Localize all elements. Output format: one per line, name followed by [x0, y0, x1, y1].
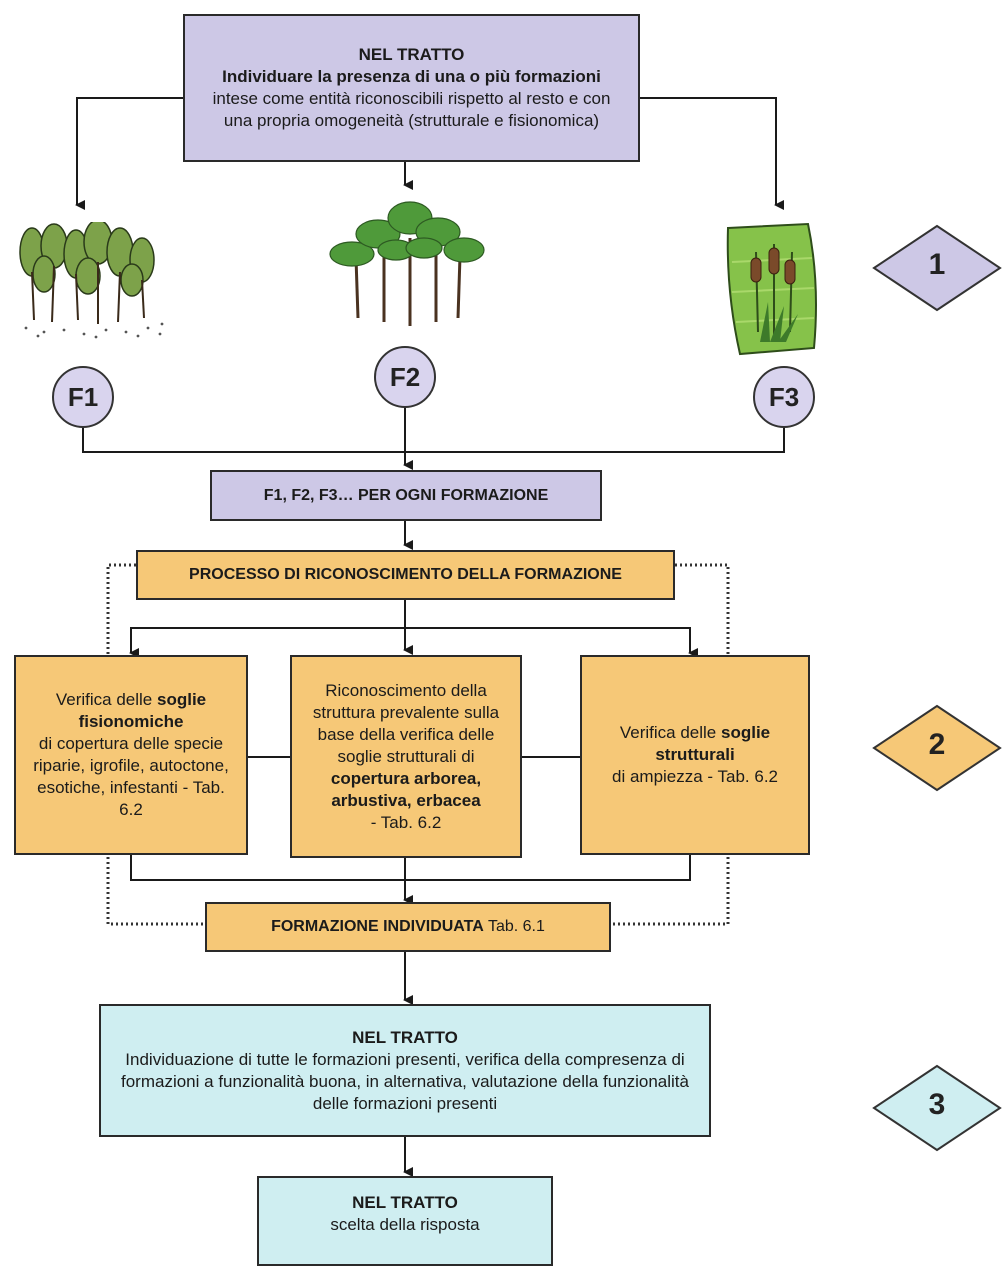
formation-identified-box: FORMAZIONE INDIVIDUATA Tab. 6.1 — [205, 902, 611, 952]
check-structural-width-text1: Verifica delle — [619, 723, 721, 742]
check-structure-text2: - Tab. 6.2 — [370, 812, 442, 832]
step-3-diamond — [872, 1064, 1002, 1152]
formation-identified-line: FORMAZIONE INDIVIDUATA Tab. 6.1 — [271, 916, 545, 938]
check-structural-width-title: Verifica delle soglie strutturali — [596, 722, 794, 766]
check-structural-width-box: Verifica delle soglie strutturali di amp… — [580, 655, 810, 855]
answer-choice-title: NEL TRATTO — [352, 1193, 458, 1212]
recognition-process-box: PROCESSO DI RICONOSCIMENTO DELLA FORMAZI… — [136, 550, 675, 600]
top-box-title: NEL TRATTO — [358, 45, 465, 64]
check-structure-text1: Riconoscimento della struttura prevalent… — [312, 680, 500, 766]
formation-identified-rest: Tab. 6.1 — [483, 918, 545, 935]
top-box-rest-text: intese come entità riconoscibili rispett… — [212, 89, 611, 130]
step-2-label: 2 — [928, 728, 946, 761]
reach-evaluation-box: NEL TRATTO Individuazione di tutte le fo… — [99, 1004, 711, 1137]
check-structural-width-bold: soglie strutturali — [655, 723, 771, 764]
check-physiognomic-title: Verifica delle soglie fisionomiche — [28, 689, 234, 733]
check-physiognomic-bold: soglie fisionomiche — [78, 690, 207, 731]
top-instruction-box: NEL TRATTO Individuare la presenza di un… — [183, 14, 640, 162]
formation-f3-circle: F3 — [753, 366, 815, 428]
top-box-bold-text: Individuare la presenza di una o più for… — [222, 67, 601, 86]
check-structure-bold: copertura arborea, arbustiva, erbacea — [330, 768, 482, 810]
formation-f2-circle: F2 — [374, 346, 436, 408]
reach-evaluation-text: Individuazione di tutte le formazioni pr… — [121, 1049, 689, 1113]
check-physiognomic-text1: Verifica delle — [55, 690, 157, 709]
step-1-label: 1 — [928, 248, 946, 281]
per-formation-box: F1, F2, F3… PER OGNI FORMAZIONE — [210, 470, 602, 521]
check-physiognomic-box: Verifica delle soglie fisionomiche di co… — [14, 655, 248, 855]
reach-evaluation-title: NEL TRATTO — [352, 1027, 458, 1047]
shrub-thicket-icon — [19, 222, 164, 339]
per-formation-label: F1, F2, F3… PER OGNI FORMAZIONE — [263, 486, 549, 504]
reed-wetland-icon — [726, 222, 817, 356]
check-structure-title: Riconoscimento della struttura prevalent… — [304, 680, 508, 812]
top-box-text: Individuare la presenza di una o più for… — [199, 66, 624, 132]
recognition-process-label: PROCESSO DI RICONOSCIMENTO DELLA FORMAZI… — [189, 566, 622, 583]
answer-choice-text: scelta della risposta — [330, 1215, 480, 1234]
formation-f1-circle: F1 — [52, 366, 114, 428]
step-2-diamond — [872, 704, 1002, 792]
check-physiognomic-text2: di copertura delle specie riparie, igrof… — [33, 734, 229, 819]
check-structure-box: Riconoscimento della struttura prevalent… — [290, 655, 522, 858]
check-structural-width-text2: di ampiezza - Tab. 6.2 — [612, 767, 778, 786]
formation-identified-bold: FORMAZIONE INDIVIDUATA — [271, 918, 484, 935]
step-1-diamond — [872, 224, 1002, 312]
answer-choice-box: NEL TRATTO scelta della risposta — [257, 1176, 553, 1266]
tree-forest-icon — [329, 201, 485, 326]
step-3-label: 3 — [928, 1088, 946, 1121]
